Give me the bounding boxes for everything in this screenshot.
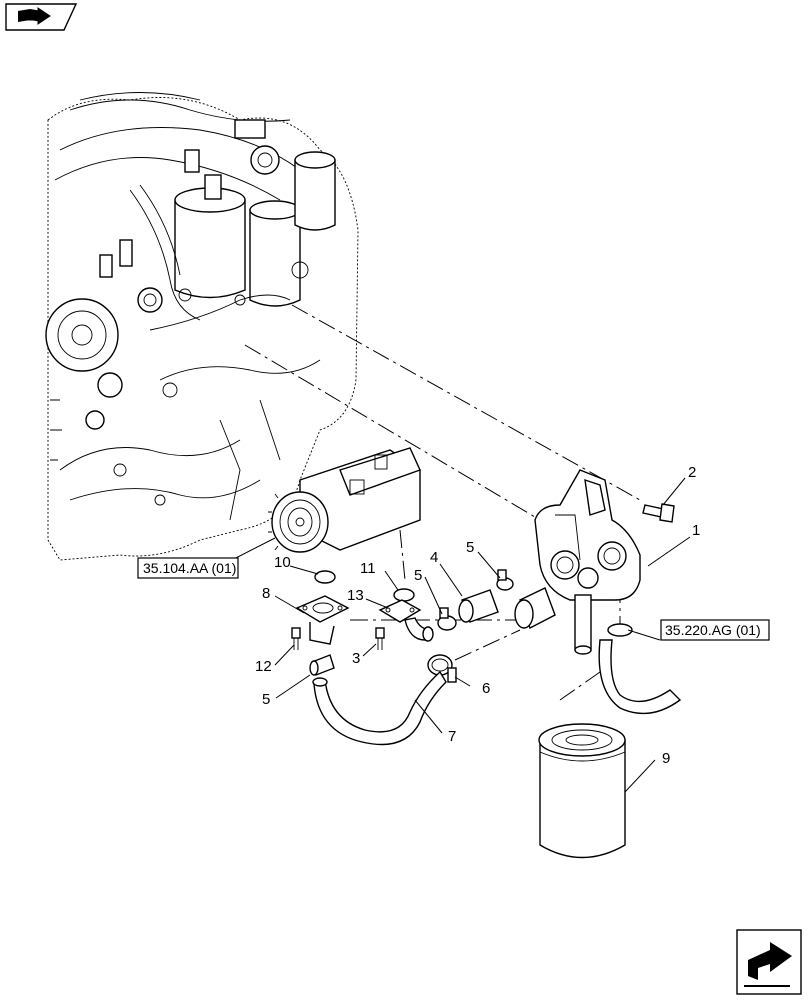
engine-assembly-illustration bbox=[45, 92, 359, 561]
screw-12 bbox=[291, 627, 301, 650]
clamp-5-middle bbox=[437, 607, 457, 631]
return-hose-illustration bbox=[598, 623, 682, 715]
hose-7 bbox=[312, 670, 447, 746]
o-ring-10 bbox=[314, 570, 336, 584]
callout-5-upper: 5 bbox=[466, 539, 474, 556]
callout-5-middle: 5 bbox=[414, 567, 422, 584]
filter-head-manifold bbox=[514, 469, 641, 655]
callout-12: 12 bbox=[255, 658, 272, 675]
reference-box-pump[interactable]: 35.104.AA (01) bbox=[137, 557, 239, 579]
clamp-5-upper bbox=[496, 569, 514, 591]
screw-3 bbox=[375, 627, 385, 650]
callout-3: 3 bbox=[352, 650, 360, 667]
tube-4 bbox=[458, 589, 499, 623]
bolt-2 bbox=[642, 503, 675, 523]
callout-11: 11 bbox=[360, 560, 376, 577]
callout-5-lower: 5 bbox=[262, 691, 270, 708]
clamp-6 bbox=[427, 654, 457, 683]
callout-7: 7 bbox=[448, 728, 456, 745]
hydraulic-pump-illustration bbox=[268, 447, 421, 553]
flange-8 bbox=[295, 595, 350, 645]
callout-4: 4 bbox=[430, 549, 438, 566]
callout-6: 6 bbox=[482, 680, 490, 697]
reference-hose-label: 35.220.AG (01) bbox=[665, 622, 761, 638]
filter-9 bbox=[538, 723, 626, 859]
book-arrow-icon[interactable] bbox=[5, 3, 78, 31]
callout-8: 8 bbox=[262, 585, 270, 602]
callout-2: 2 bbox=[688, 464, 696, 481]
elbow-13 bbox=[378, 599, 434, 642]
reference-pump-label: 35.104.AA (01) bbox=[143, 560, 236, 576]
callout-9: 9 bbox=[662, 750, 670, 767]
o-ring-11 bbox=[393, 588, 415, 602]
callout-10: 10 bbox=[274, 554, 291, 571]
clamp-5-lower bbox=[309, 654, 335, 676]
next-page-arrow-icon[interactable] bbox=[736, 929, 802, 995]
assembly-center-lines bbox=[244, 304, 641, 701]
callout-1: 1 bbox=[692, 522, 700, 539]
reference-box-hose[interactable]: 35.220.AG (01) bbox=[660, 619, 770, 641]
callout-labels: 1 2 3 4 5 5 5 6 7 8 9 10 11 12 13 bbox=[255, 464, 700, 767]
callout-13: 13 bbox=[347, 587, 364, 604]
leader-lines bbox=[227, 477, 691, 793]
